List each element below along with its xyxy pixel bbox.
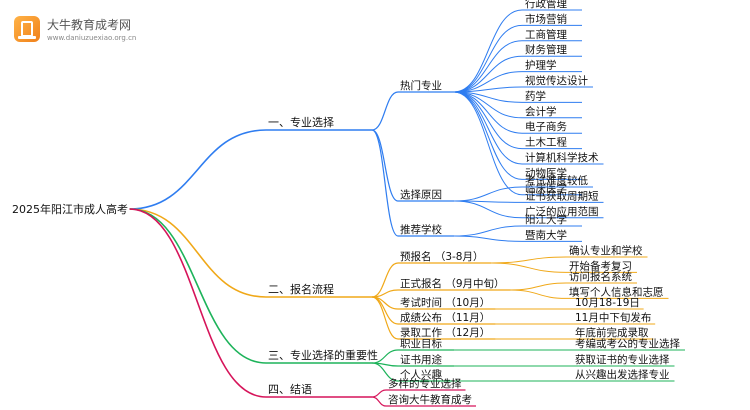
leaf-topic: 确认专业和学校 bbox=[569, 244, 643, 257]
leaf-connector bbox=[453, 235, 523, 242]
branch-connector bbox=[129, 208, 267, 364]
sub-topic: 个人兴趣 bbox=[400, 368, 442, 381]
sub-connector bbox=[371, 389, 387, 398]
logo-name: 大牛教育成考网 bbox=[47, 18, 132, 32]
leaf-connector bbox=[491, 256, 567, 264]
sub-topic: 成绩公布 （11月） bbox=[400, 311, 490, 324]
leaf-connector bbox=[453, 200, 523, 219]
leaf-connector bbox=[453, 225, 523, 237]
leaf-topic: 工商管理 bbox=[525, 28, 567, 41]
sub-connector bbox=[371, 362, 399, 382]
sub-topic: 正式报名 （9月中旬） bbox=[400, 277, 505, 290]
leaf-connector bbox=[491, 262, 567, 273]
leaf-connector bbox=[453, 91, 523, 165]
main-topic: 四、结语 bbox=[268, 383, 312, 396]
sub-connector bbox=[371, 262, 399, 298]
leaf-topic: 年底前完成录取 bbox=[575, 326, 649, 339]
sub-topic: 考试时间 （10月） bbox=[400, 296, 490, 309]
leaf-topic: 电子商务 bbox=[525, 120, 567, 133]
sub-connector bbox=[371, 296, 399, 340]
leaf-topic: 填写个人信息和志愿 bbox=[569, 285, 664, 298]
leaf-topic: 护理学 bbox=[525, 59, 557, 72]
leaf-topic: 获取证书的专业选择 bbox=[575, 353, 670, 366]
main-topic: 二、报名流程 bbox=[268, 282, 334, 296]
main-topic: 一、专业选择 bbox=[268, 115, 334, 129]
leaf-connector bbox=[453, 186, 523, 202]
sub-connector bbox=[371, 396, 387, 407]
sub-topic: 热门专业 bbox=[400, 79, 442, 92]
branch-connector bbox=[129, 208, 267, 398]
sub-topic: 预报名 （3-8月） bbox=[400, 250, 484, 263]
leaf-connector bbox=[453, 24, 523, 93]
leaf-topic: 市场营销 bbox=[525, 12, 567, 25]
logo-url: www.daniuzuexiao.org.cn bbox=[47, 34, 137, 42]
leaf-topic: 财务管理 bbox=[525, 43, 567, 56]
main-topic: 三、专业选择的重要性 bbox=[268, 348, 378, 362]
sub-topic: 多样的专业选择 bbox=[388, 377, 462, 390]
leaf-topic: 计算机科学技术 bbox=[525, 151, 599, 164]
leaf-connector bbox=[453, 91, 523, 196]
leaf-topic: 会计学 bbox=[525, 105, 557, 118]
branch-connector bbox=[129, 129, 267, 210]
leaf-topic: 广泛的应用范围 bbox=[525, 205, 599, 218]
leaf-topic: 考编或考公的专业选择 bbox=[575, 337, 680, 350]
leaf-topic: 考试难度较低 bbox=[525, 174, 588, 187]
leaf-topic: 动物医学 bbox=[525, 166, 567, 179]
leaf-topic: 临床医学 bbox=[525, 182, 567, 195]
leaf-connector bbox=[453, 40, 523, 93]
leaf-topic: 11月中下旬发布 bbox=[575, 311, 651, 324]
sub-connector bbox=[371, 129, 399, 237]
leaf-topic: 暨南大学 bbox=[525, 228, 567, 241]
sub-topic: 咨询大牛教育成考 bbox=[388, 393, 472, 406]
leaf-connector bbox=[510, 282, 567, 291]
leaf-topic: 药学 bbox=[525, 89, 546, 102]
sub-connector bbox=[371, 91, 399, 131]
sub-topic: 录取工作 （12月） bbox=[400, 327, 490, 339]
leaf-connector bbox=[453, 91, 523, 150]
sub-topic: 职业目标 bbox=[400, 338, 442, 350]
leaf-connector bbox=[453, 55, 523, 93]
sub-topic: 选择原因 bbox=[400, 188, 442, 201]
leaf-connector bbox=[510, 289, 567, 299]
sub-topic: 推荐学校 bbox=[400, 223, 442, 236]
leaf-topic: 10月18-19日 bbox=[575, 297, 640, 309]
leaf-topic: 开始备考复习 bbox=[569, 259, 632, 272]
book-icon bbox=[14, 16, 40, 42]
site-logo: 大牛教育成考网 www.daniuzuexiao.org.cn bbox=[14, 14, 137, 50]
leaf-topic: 土木工程 bbox=[525, 136, 567, 149]
leaf-topic: 证书获取周期短 bbox=[525, 189, 599, 202]
sub-topic: 证书用途 bbox=[400, 353, 442, 366]
leaf-topic: 访问报名系统 bbox=[569, 270, 632, 283]
leaf-topic: 从兴趣出发选择专业 bbox=[575, 368, 670, 381]
branch-connector bbox=[129, 208, 267, 298]
leaf-connector bbox=[453, 9, 523, 93]
leaf-topic: 阳江大学 bbox=[525, 213, 567, 226]
leaf-topic: 视觉传达设计 bbox=[525, 74, 588, 87]
leaf-topic: 行政管理 bbox=[525, 0, 567, 10]
sub-connector bbox=[371, 129, 399, 202]
root-topic: 2025年阳江市成人高考 bbox=[12, 202, 128, 216]
